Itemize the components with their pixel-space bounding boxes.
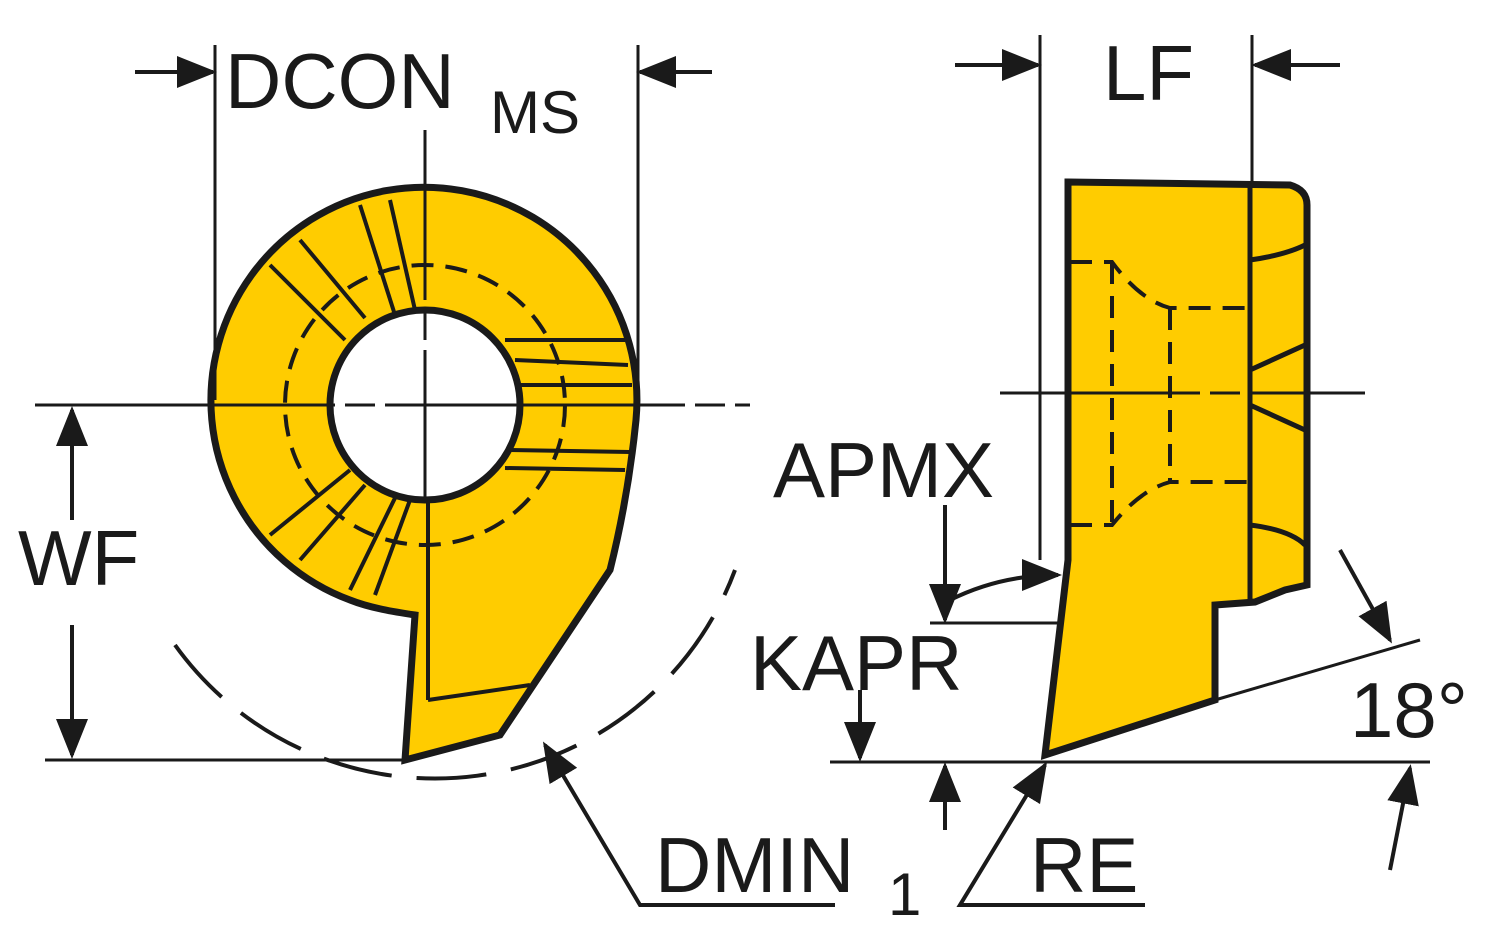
label-dcon: DCON bbox=[225, 37, 455, 125]
label-dcon-subscript: MS bbox=[490, 79, 580, 146]
insert-front-view bbox=[35, 45, 835, 907]
dmin-arc bbox=[173, 569, 737, 781]
label-apmx: APMX bbox=[773, 426, 994, 514]
insert-side-body bbox=[1040, 178, 1311, 761]
label-angle: 18° bbox=[1350, 666, 1468, 754]
center-lines bbox=[35, 45, 750, 762]
insert-side-view bbox=[830, 35, 1430, 907]
label-dmin-subscript: 1 bbox=[888, 861, 921, 928]
label-lf: LF bbox=[1103, 29, 1194, 117]
dimension-arrows-left bbox=[56, 56, 835, 907]
label-dmin: DMIN bbox=[655, 821, 854, 909]
label-re: RE bbox=[1030, 821, 1138, 909]
label-kapr: KAPR bbox=[750, 619, 962, 707]
hidden-lines bbox=[1070, 260, 1248, 527]
facet-lines bbox=[268, 199, 632, 702]
label-wf: WF bbox=[18, 514, 139, 602]
side-details bbox=[1247, 182, 1307, 600]
dimension-arrows-right bbox=[844, 49, 1419, 907]
